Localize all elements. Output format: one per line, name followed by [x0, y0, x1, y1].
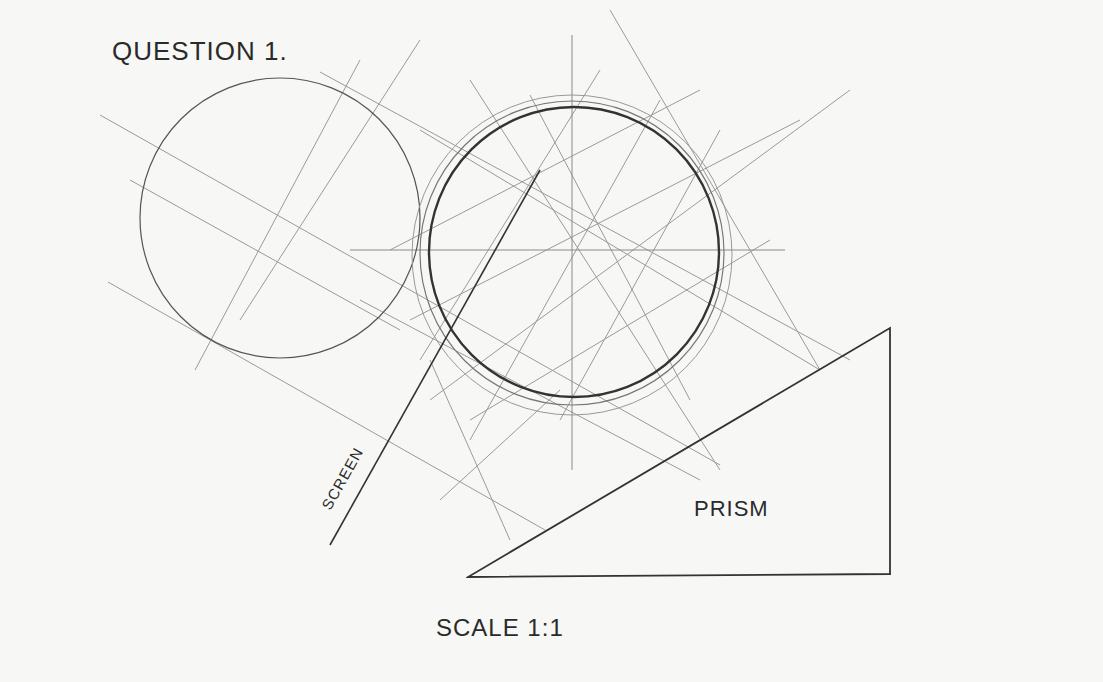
prism-edge: [468, 328, 890, 577]
scale-note: SCALE 1:1: [436, 614, 564, 642]
prism-triangle: PRISM: [466, 326, 894, 580]
question-title: QUESTION 1.: [112, 36, 288, 67]
main-circle: [429, 107, 719, 397]
prism-outline: [466, 326, 894, 580]
left-circle: [140, 78, 420, 358]
screen-label: SCREEN: [318, 444, 366, 512]
construction-lines: [100, 10, 850, 540]
middle-circle: [420, 101, 724, 405]
prism-label: PRISM: [694, 496, 769, 522]
outer-circle: [412, 95, 732, 415]
screen-line: [330, 170, 540, 545]
